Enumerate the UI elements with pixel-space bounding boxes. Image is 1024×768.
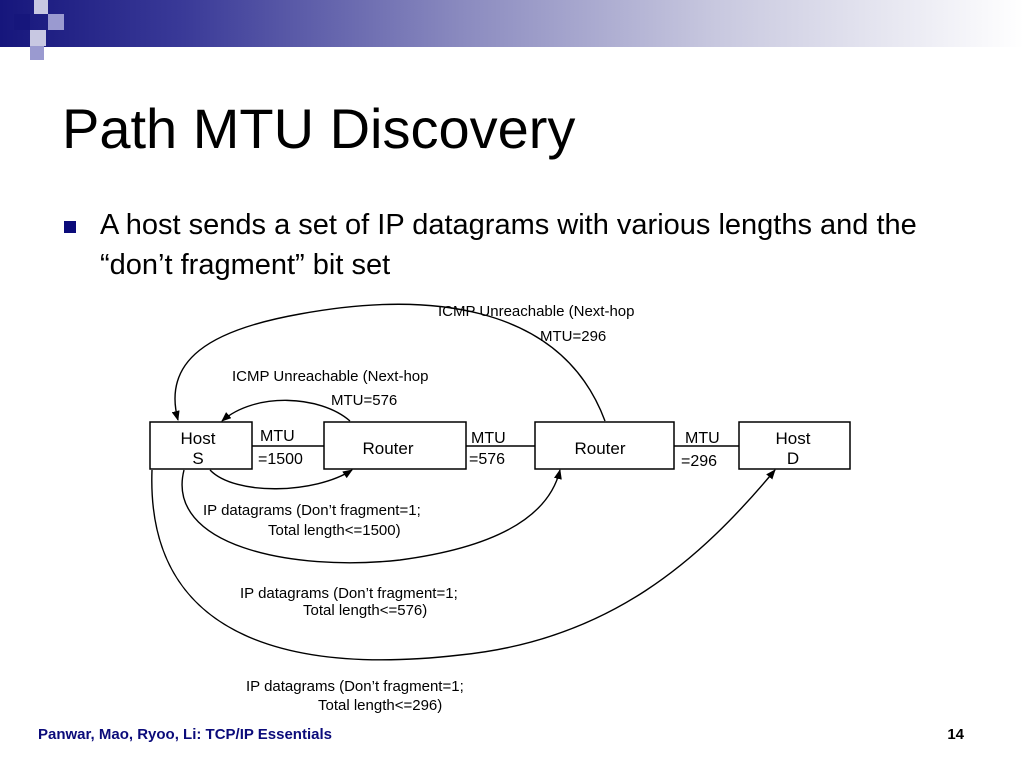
datagrams-1500-label-2: Total length<=1500) — [268, 522, 401, 539]
router-1-box — [323, 421, 467, 470]
datagrams-296-arrow — [151, 469, 776, 661]
link-3-mtu-value: =296 — [681, 453, 717, 470]
datagrams-296-label-2: Total length<=296) — [318, 697, 442, 714]
router-2-label: Router — [574, 439, 625, 458]
datagrams-1500-label-1: IP datagrams (Don’t fragment=1; — [203, 502, 421, 519]
page-number: 14 — [947, 726, 964, 743]
slide-title: Path MTU Discovery — [62, 97, 576, 160]
host-d-box — [738, 421, 851, 470]
logo-square-1 — [14, 14, 30, 30]
logo-square-4 — [30, 30, 46, 46]
datagrams-1500-arrow — [209, 469, 353, 490]
host-d-label-1: Host — [776, 429, 811, 448]
header-gradient-bar — [0, 0, 1024, 47]
datagrams-576-arrow — [181, 469, 562, 564]
link-1-mtu-label: MTU — [260, 428, 295, 445]
host-d-label-2: D — [787, 449, 799, 468]
logo-square-2 — [34, 0, 48, 14]
footer-credit: Panwar, Mao, Ryoo, Li: TCP/IP Essentials — [38, 726, 332, 743]
logo-square-5 — [30, 46, 44, 60]
icmp-mtu296-arrow — [171, 303, 606, 422]
host-s-label-2: S — [192, 449, 203, 468]
link-2-mtu-label: MTU — [471, 430, 506, 447]
link-1-mtu-value: =1500 — [258, 451, 303, 468]
icmp-mtu576-label-2: MTU=576 — [331, 392, 397, 409]
bullet-text: A host sends a set of IP datagrams with … — [100, 209, 917, 281]
datagrams-576-label-2: Total length<=576) — [303, 602, 427, 619]
icmp-mtu296-label-1: ICMP Unreachable (Next-hop — [438, 303, 634, 320]
router-2-box — [534, 421, 675, 470]
link-2-mtu-value: =576 — [469, 451, 505, 468]
logo-square-3 — [48, 14, 64, 30]
host-s-label-1: Host — [181, 429, 216, 448]
host-s-box — [149, 421, 253, 470]
datagrams-296-label-1: IP datagrams (Don’t fragment=1; — [246, 678, 464, 695]
icmp-mtu296-label-2: MTU=296 — [540, 328, 606, 345]
icmp-mtu576-label-1: ICMP Unreachable (Next-hop — [232, 368, 428, 385]
datagrams-576-label-1: IP datagrams (Don’t fragment=1; — [240, 585, 458, 602]
bullet-square-icon — [64, 221, 76, 233]
router-1-label: Router — [362, 439, 413, 458]
link-3-mtu-label: MTU — [685, 430, 720, 447]
icmp-mtu576-arrow — [221, 399, 351, 422]
